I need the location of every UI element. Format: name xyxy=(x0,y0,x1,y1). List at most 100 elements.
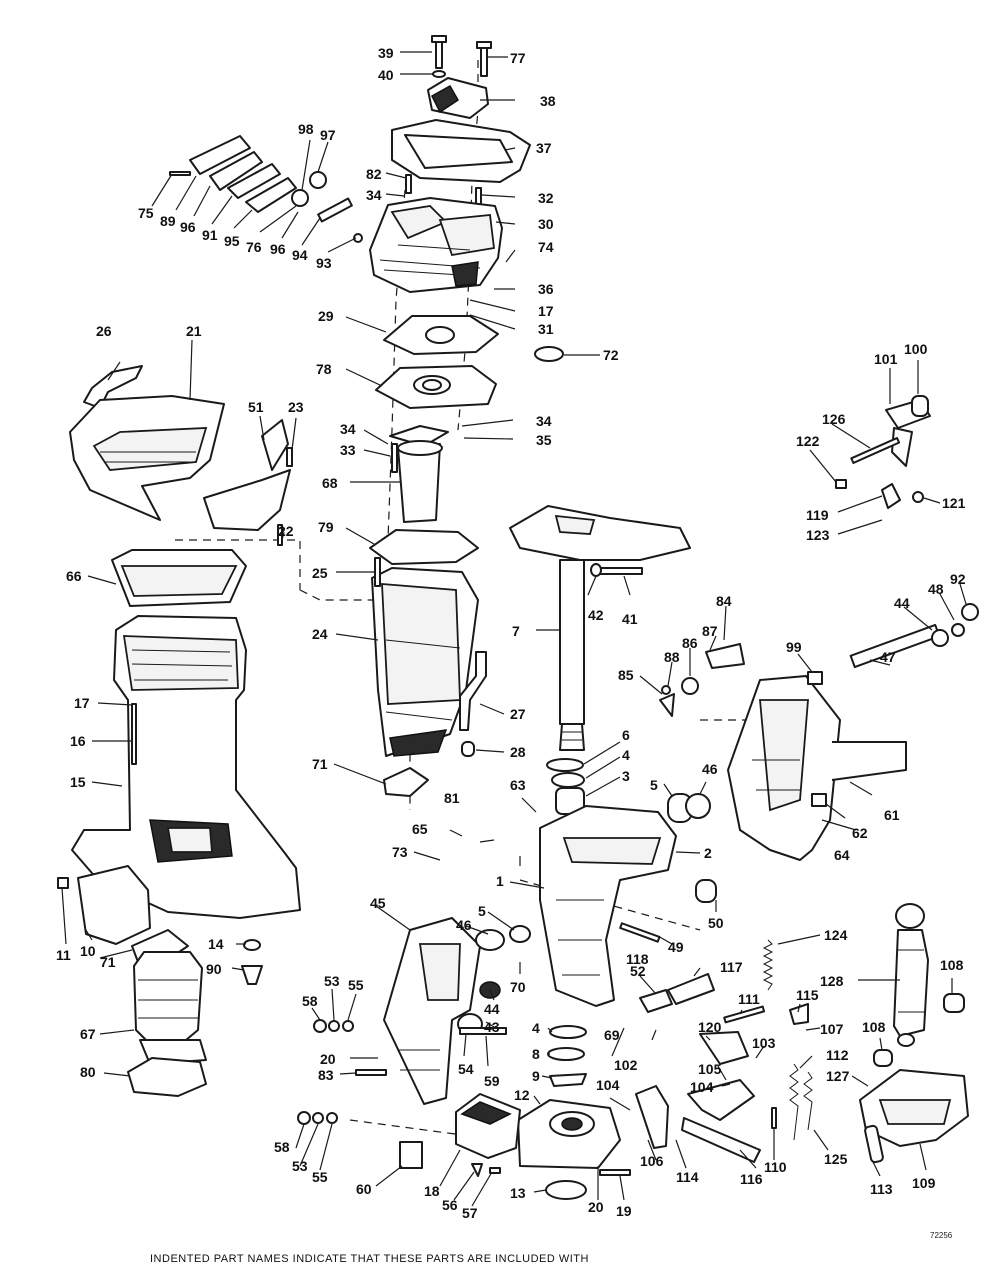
callout-102: 102 xyxy=(614,1057,638,1073)
callout-12: 12 xyxy=(514,1087,530,1103)
callout-117: 117 xyxy=(720,959,743,975)
callout-67: 67 xyxy=(80,1026,96,1042)
callout-91: 91 xyxy=(202,227,218,243)
cowling-parts xyxy=(69,365,293,546)
callout-81: 81 xyxy=(444,790,460,806)
callout-70: 70 xyxy=(510,979,526,995)
callout-82: 82 xyxy=(366,166,382,182)
callout-20: 20 xyxy=(320,1051,336,1067)
callout-56: 56 xyxy=(442,1197,458,1213)
callout-85: 85 xyxy=(618,667,634,683)
callout-17: 17 xyxy=(538,303,554,319)
callout-23: 23 xyxy=(288,399,304,415)
clamp-bracket-45 xyxy=(297,917,531,1177)
callout-9: 9 xyxy=(532,1068,540,1084)
callout-5b: 5 xyxy=(478,903,486,919)
diagram-id: 72256 xyxy=(930,1231,953,1240)
callout-66: 66 xyxy=(66,568,82,584)
callout-55b: 55 xyxy=(312,1169,328,1185)
callout-88: 88 xyxy=(664,649,680,665)
callout-71: 71 xyxy=(312,756,328,772)
callout-16: 16 xyxy=(70,733,86,749)
callout-49: 49 xyxy=(668,939,684,955)
callout-25: 25 xyxy=(312,565,328,581)
callout-17b: 17 xyxy=(74,695,90,711)
callout-24: 24 xyxy=(312,626,328,642)
callout-39: 39 xyxy=(378,45,394,61)
callout-4: 4 xyxy=(622,747,630,763)
exhaust-housing-left xyxy=(57,549,301,1097)
callout-35: 35 xyxy=(536,432,552,448)
callout-62: 62 xyxy=(852,825,868,841)
callout-76: 76 xyxy=(246,239,262,255)
callout-7: 7 xyxy=(512,623,520,639)
callout-10: 10 xyxy=(80,943,96,959)
callout-59: 59 xyxy=(484,1073,500,1089)
callout-5: 5 xyxy=(650,777,658,793)
callout-83: 83 xyxy=(318,1067,334,1083)
callout-74: 74 xyxy=(538,239,554,255)
callout-34: 34 xyxy=(366,187,382,203)
callout-41: 41 xyxy=(622,611,638,627)
callout-103: 103 xyxy=(752,1035,776,1051)
callout-122: 122 xyxy=(796,433,820,449)
callout-51: 51 xyxy=(248,399,264,415)
callout-112: 112 xyxy=(826,1047,849,1063)
callout-126: 126 xyxy=(822,411,846,427)
callout-47: 47 xyxy=(880,649,896,665)
callout-86: 86 xyxy=(682,635,698,651)
callout-106: 106 xyxy=(640,1153,664,1169)
callout-58: 58 xyxy=(302,993,318,1009)
callout-54: 54 xyxy=(458,1061,474,1077)
callout-110: 110 xyxy=(764,1159,787,1175)
callout-64: 64 xyxy=(834,847,850,863)
callout-115: 115 xyxy=(796,987,819,1003)
callout-3: 3 xyxy=(622,768,630,784)
trim-cylinder-assembly xyxy=(635,903,969,1164)
callout-46b: 46 xyxy=(456,917,472,933)
callout-121: 121 xyxy=(942,495,966,511)
callout-124: 124 xyxy=(824,927,848,943)
callout-118: 118 xyxy=(626,951,649,967)
callout-71b: 71 xyxy=(100,954,116,970)
callout-73: 73 xyxy=(392,844,408,860)
callout-79: 79 xyxy=(318,519,334,535)
callout-100: 100 xyxy=(904,341,928,357)
callout-78: 78 xyxy=(316,361,332,377)
callout-52: 52 xyxy=(630,963,646,979)
callout-43: 43 xyxy=(484,1019,500,1035)
callout-72: 72 xyxy=(603,347,619,363)
callout-19: 19 xyxy=(616,1203,632,1219)
callout-31: 31 xyxy=(538,321,554,337)
callout-96b: 96 xyxy=(270,241,286,257)
callout-26: 26 xyxy=(96,323,112,339)
callout-108b: 108 xyxy=(862,1019,886,1035)
callout-53b: 53 xyxy=(292,1158,308,1174)
callout-32: 32 xyxy=(538,190,554,206)
callout-108: 108 xyxy=(940,957,964,973)
callout-13: 13 xyxy=(510,1185,526,1201)
callout-68: 68 xyxy=(322,475,338,491)
callout-128: 128 xyxy=(820,973,844,989)
callout-63: 63 xyxy=(510,777,526,793)
top-left-small-parts xyxy=(169,135,363,243)
callout-labels: 39 40 77 38 37 82 34 32 30 74 36 17 31 2… xyxy=(56,45,966,1221)
callout-114: 114 xyxy=(676,1169,699,1185)
callout-50: 50 xyxy=(708,915,724,931)
swivel-steering-assembly xyxy=(509,505,717,1200)
callout-97: 97 xyxy=(320,127,336,143)
callout-58b: 58 xyxy=(274,1139,290,1155)
callout-2: 2 xyxy=(704,845,712,861)
footer-note: INDENTED PART NAMES INDICATE THAT THESE … xyxy=(150,1253,589,1265)
callout-14: 14 xyxy=(208,936,224,952)
callout-111: 111 xyxy=(738,991,760,1007)
callout-90: 90 xyxy=(206,961,222,977)
callout-15: 15 xyxy=(70,774,86,790)
callout-107: 107 xyxy=(820,1021,844,1037)
callout-22: 22 xyxy=(278,523,294,539)
callout-40: 40 xyxy=(378,67,394,83)
callout-21: 21 xyxy=(186,323,202,339)
callout-101: 101 xyxy=(874,351,898,367)
callout-8: 8 xyxy=(532,1046,540,1062)
